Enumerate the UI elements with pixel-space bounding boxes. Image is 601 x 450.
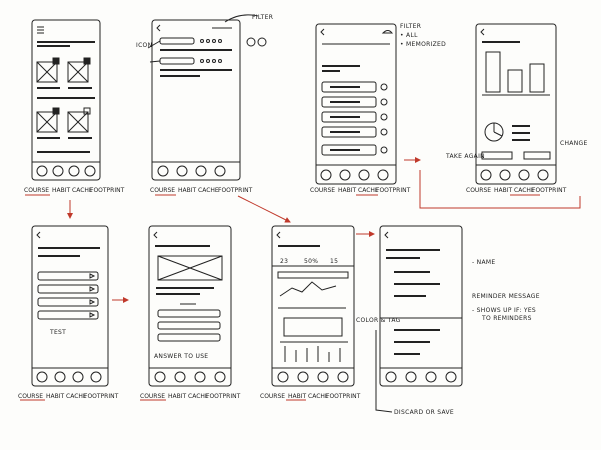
annotation-name: - NAME: [472, 259, 495, 266]
nav-label-cache: CACHE: [66, 393, 87, 400]
annotation-take-again: TAKE AGAIN: [445, 153, 485, 160]
annotation-color-tag: COLOR & TAG: [356, 317, 401, 324]
annotation-filter-option-1: • ALL: [400, 32, 418, 39]
nav-label-course: COURSE: [150, 187, 175, 194]
nav-label-habit: HABIT: [288, 393, 307, 400]
phone-course-filter: [147, 14, 267, 181]
stat-2: 15: [330, 258, 338, 265]
annotation-filter-option-0: FILTER: [400, 23, 421, 30]
nav-label-habit: HABIT: [494, 187, 513, 194]
nav-label-footprint: FOOTPRINT: [376, 187, 411, 194]
nav-label-habit: HABIT: [52, 187, 71, 194]
stat-0: 23: [280, 258, 288, 265]
annotation-discard-save: DISCARD OR SAVE: [394, 409, 454, 416]
nav-label-course: COURSE: [260, 393, 285, 400]
annotation-change: CHANGE: [560, 140, 588, 147]
phone-cache-list: [315, 23, 397, 185]
stat-1: 50%: [304, 258, 318, 265]
nav-label-habit: HABIT: [46, 393, 65, 400]
phone-reminder-form: [375, 225, 463, 413]
nav-label-footprint: FOOTPRINT: [90, 187, 125, 194]
annotation-answer-to-use: ANSWER TO USE: [154, 353, 208, 360]
annotation-reminder-detail-0: - SHOWS UP IF: YES: [472, 307, 536, 314]
nav-label-course: COURSE: [140, 393, 165, 400]
annotation-icon: ICON: [136, 42, 152, 49]
nav-label-cache: CACHE: [188, 393, 209, 400]
nav-label-footprint: FOOTPRINT: [84, 393, 119, 400]
nav-label-habit: HABIT: [178, 187, 197, 194]
annotation-test: TEST: [49, 329, 66, 336]
nav-label-footprint: FOOTPRINT: [206, 393, 241, 400]
nav-label-cache: CACHE: [514, 187, 535, 194]
annotation-reminder-detail-1: TO REMINDERS: [481, 315, 532, 322]
nav-label-course: COURSE: [18, 393, 43, 400]
annotations: FILTER ICON FILTER • ALL • MEMORIZED TAK…: [49, 14, 588, 416]
nav-label-footprint: FOOTPRINT: [532, 187, 567, 194]
phone-footprint-stats: [475, 23, 557, 185]
nav-label-cache: CACHE: [72, 187, 93, 194]
phone-course-detail: [31, 225, 109, 387]
nav-label-footprint: FOOTPRINT: [218, 187, 253, 194]
annotation-reminder-message: REMINDER MESSAGE: [472, 293, 540, 300]
phone-habit-dashboard: [271, 225, 355, 387]
tab-labels: COURSE HABIT CACHE FOOTPRINT COURSE HABI…: [18, 187, 567, 400]
annotation-filter: FILTER: [252, 14, 273, 21]
nav-label-course: COURSE: [24, 187, 49, 194]
nav-label-course: COURSE: [310, 187, 335, 194]
nav-label-habit: HABIT: [168, 393, 187, 400]
nav-label-cache: CACHE: [198, 187, 219, 194]
annotation-filter-option-2: • MEMORIZED: [400, 41, 446, 48]
phone-question: [148, 225, 232, 387]
nav-label-cache: CACHE: [358, 187, 379, 194]
nav-label-course: COURSE: [466, 187, 491, 194]
nav-label-footprint: FOOTPRINT: [326, 393, 361, 400]
nav-label-habit: HABIT: [338, 187, 357, 194]
nav-label-cache: CACHE: [308, 393, 329, 400]
flow-arrows: [20, 157, 581, 401]
phone-course-list: [31, 19, 101, 181]
